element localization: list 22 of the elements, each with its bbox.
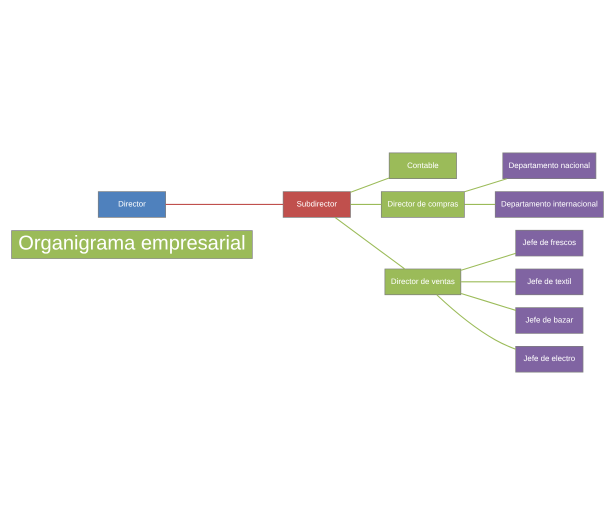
connector <box>461 281 516 282</box>
connector <box>334 216 405 270</box>
connector <box>464 178 507 192</box>
node-box: Director de ventas <box>384 268 462 296</box>
connector <box>436 294 516 350</box>
connector <box>460 292 516 311</box>
node-box: Director de compras <box>380 191 465 218</box>
node-box: Organigrama empresarial <box>11 230 253 259</box>
node-box: Jefe de bazar <box>515 307 584 334</box>
connector <box>464 204 496 205</box>
connector <box>350 178 390 193</box>
node-box: Director <box>98 191 166 218</box>
node-box: Jefe de electro <box>515 346 584 372</box>
node-box: Subdirector <box>282 191 351 218</box>
node-box: Departamento nacional <box>502 152 596 180</box>
connector <box>350 204 382 205</box>
connector <box>460 252 516 271</box>
node-box: Departamento internacional <box>494 191 604 218</box>
node-box: Jefe de textil <box>515 268 584 296</box>
node-box: Jefe de frescos <box>515 230 584 256</box>
node-box: Contable <box>388 152 457 180</box>
connector <box>166 204 284 205</box>
